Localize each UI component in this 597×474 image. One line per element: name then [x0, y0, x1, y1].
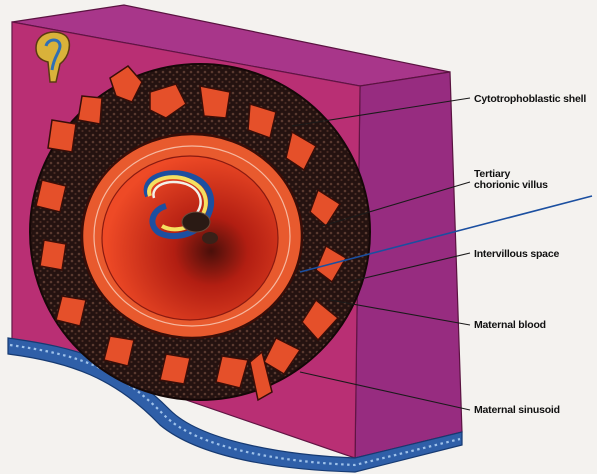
label-intervillous-space: Intervillous space	[474, 249, 559, 260]
block-side-face	[355, 72, 462, 458]
label-cytotrophoblastic-shell: Cytotrophoblastic shell	[474, 94, 586, 105]
label-maternal-blood: Maternal blood	[474, 320, 546, 331]
label-tertiary-line2: chorionic villus	[474, 180, 548, 191]
label-maternal-sinusoid: Maternal sinusoid	[474, 405, 560, 416]
label-tertiary-chorionic-villus: Tertiary chorionic villus	[474, 169, 548, 191]
